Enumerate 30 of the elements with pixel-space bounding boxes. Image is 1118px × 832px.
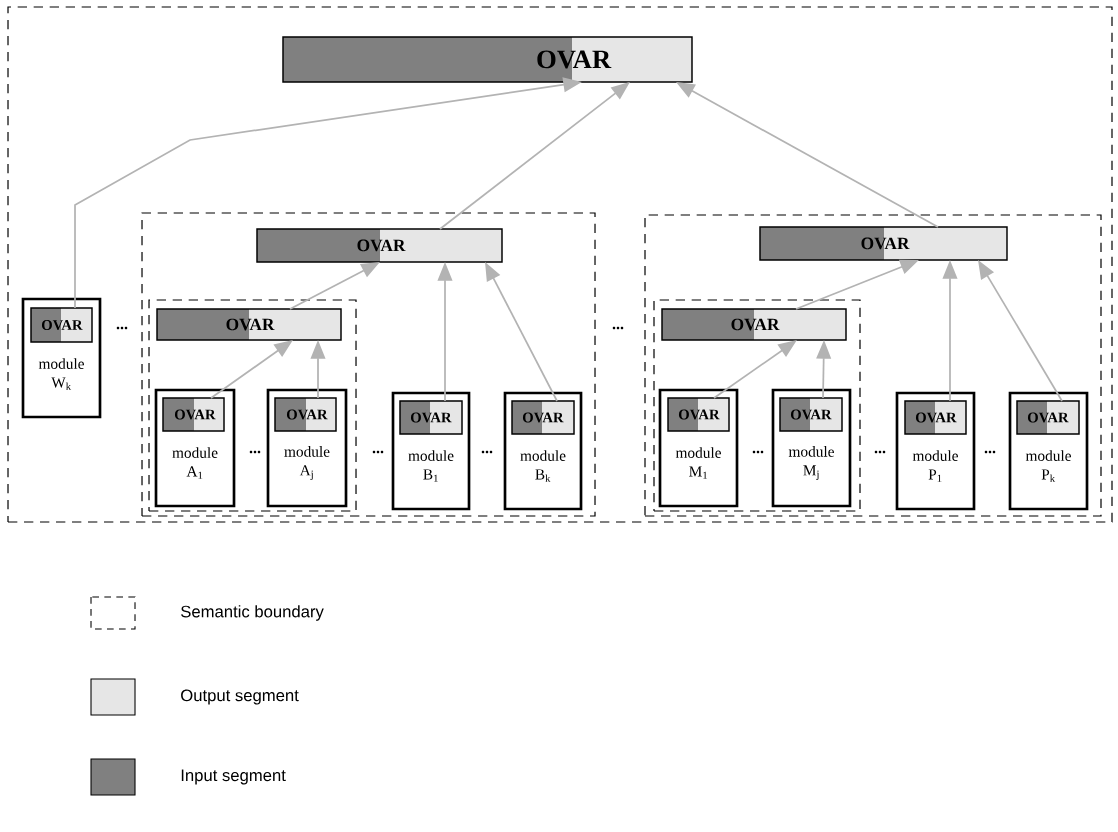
- segment-bar: OVAR: [30, 307, 93, 343]
- segment-bar: OVAR: [759, 226, 1008, 261]
- semantic-boundary: [644, 214, 1102, 517]
- segment-bar: OVAR: [1016, 400, 1080, 435]
- semantic-boundary: [653, 299, 861, 512]
- legend-label: Semantic boundary: [181, 605, 324, 621]
- segment-bar: OVAR: [156, 308, 342, 341]
- segment-bar: OVAR: [399, 400, 463, 435]
- ellipsis: ...: [752, 450, 764, 454]
- semantic-boundary: [148, 299, 357, 512]
- ellipsis: ...: [372, 450, 384, 454]
- segment-bar: OVAR: [282, 36, 693, 83]
- legend-label: Output segment: [181, 689, 299, 705]
- semantic-boundary: [141, 212, 596, 517]
- segment-bar: OVAR: [256, 228, 503, 263]
- ellipsis: ...: [249, 450, 261, 454]
- ellipsis: ...: [481, 450, 493, 454]
- segment-bar: OVAR: [904, 400, 967, 435]
- legend-label: Input segment: [181, 769, 286, 785]
- ellipsis: ...: [612, 326, 624, 330]
- ellipsis: ...: [116, 326, 128, 330]
- segment-bar: OVAR: [667, 397, 730, 432]
- segment-bar: OVAR: [274, 397, 337, 432]
- semantic-boundary: [7, 6, 1113, 523]
- segment-bar: OVAR: [661, 308, 847, 341]
- segment-bar: OVAR: [511, 400, 575, 435]
- ellipsis: ...: [984, 450, 996, 454]
- ellipsis: ...: [874, 450, 886, 454]
- segment-bar: OVAR: [162, 397, 225, 432]
- segment-bar: OVAR: [779, 397, 843, 432]
